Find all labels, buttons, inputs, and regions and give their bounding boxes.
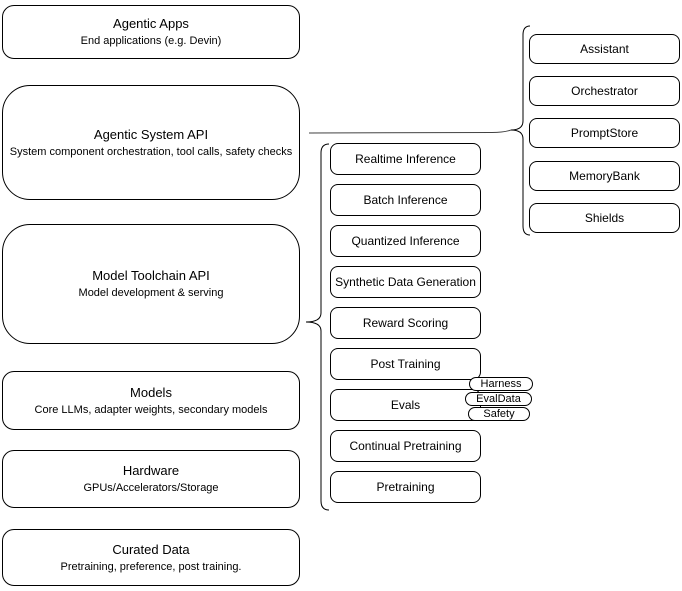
box-hardware: Hardware GPUs/Accelerators/Storage [2,450,300,508]
box-batch-inference: Batch Inference [330,184,481,216]
box-agentic-system-api-title: Agentic System API [93,126,209,142]
brace-system-components [510,25,531,236]
box-synthetic-data-generation: Synthetic Data Generation [330,266,481,298]
box-models-title: Models [130,384,172,400]
box-post-training: Post Training [330,348,481,380]
box-agentic-system-api: Agentic System API System component orch… [2,85,300,200]
tag-safety: Safety [468,407,530,421]
tag-harness: Harness [469,377,533,391]
box-models: Models Core LLMs, adapter weights, secon… [2,371,300,430]
box-evals: Evals [330,389,481,421]
box-model-toolchain-api-subtitle: Model development & serving [78,287,224,299]
box-model-toolchain-api: Model Toolchain API Model development & … [2,224,300,344]
box-continual-pretraining: Continual Pretraining [330,430,481,462]
box-realtime-inference: Realtime Inference [330,143,481,175]
box-orchestrator: Orchestrator [529,76,680,106]
box-agentic-apps-subtitle: End applications (e.g. Devin) [80,35,222,47]
box-memorybank: MemoryBank [529,161,680,191]
box-reward-scoring: Reward Scoring [330,307,481,339]
box-models-subtitle: Core LLMs, adapter weights, secondary mo… [34,403,268,416]
box-shields: Shields [529,203,680,233]
box-curated-data-title: Curated Data [112,541,190,557]
box-quantized-inference: Quantized Inference [330,225,481,257]
box-agentic-system-api-subtitle: System component orchestration, tool cal… [9,145,293,158]
box-assistant: Assistant [529,34,680,64]
box-agentic-apps: Agentic Apps End applications (e.g. Devi… [2,5,300,59]
box-agentic-apps-title: Agentic Apps [113,16,189,31]
box-hardware-title: Hardware [122,463,180,478]
box-curated-data-subtitle: Pretraining, preference, post training. [60,560,242,573]
box-promptstore: PromptStore [529,118,680,148]
box-hardware-subtitle: GPUs/Accelerators/Storage [83,482,219,494]
box-curated-data: Curated Data Pretraining, preference, po… [2,529,300,586]
brace-toolchain-components [305,143,330,511]
box-pretraining: Pretraining [330,471,481,503]
box-model-toolchain-api-title: Model Toolchain API [92,268,210,283]
tag-evaldata: EvalData [465,392,532,406]
connector-agentic-system-to-components [308,129,512,134]
